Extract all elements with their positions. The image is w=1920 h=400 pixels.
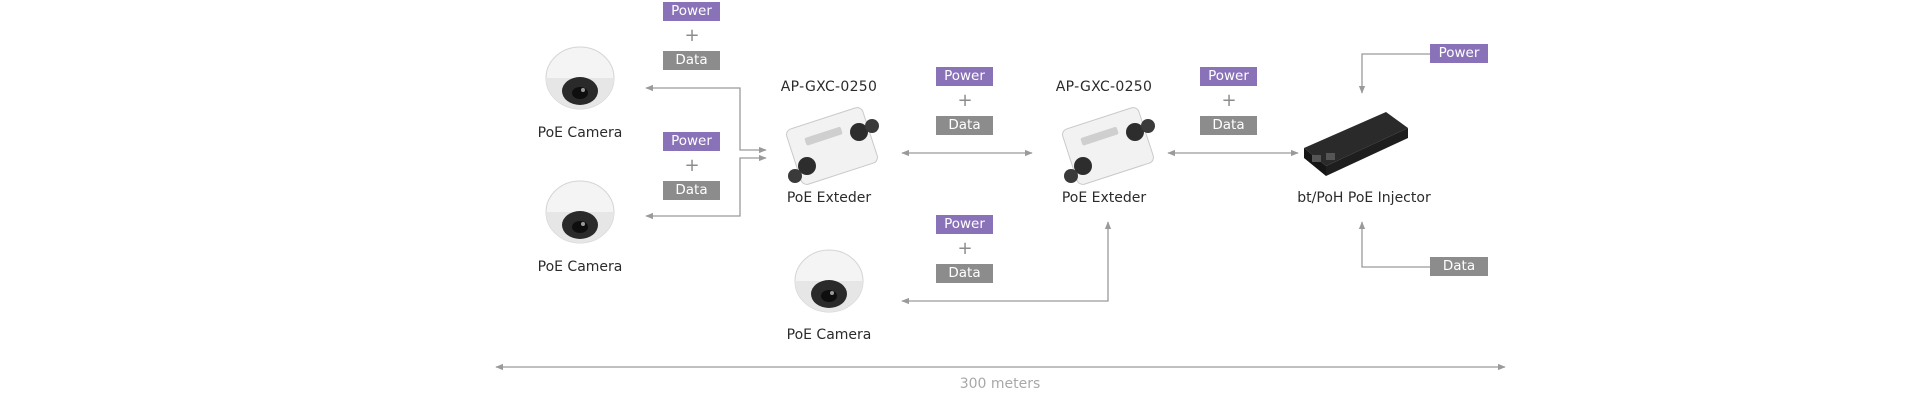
poe-camera-2-label: PoE Camera (537, 259, 623, 275)
line-camera1-extender1 (645, 84, 767, 154)
extender-2-label: PoE Exteder (1061, 190, 1147, 206)
plus-sign-3: + (957, 90, 973, 111)
poe-camera-1-image (545, 46, 615, 110)
distance-label: 300 meters (959, 376, 1041, 392)
power-badge-5: Power (936, 215, 993, 234)
data-badge-1: Data (663, 51, 720, 70)
data-badge-4: Data (1200, 116, 1257, 135)
poe-extender-2-image (1062, 107, 1155, 185)
line-camera2-extender1 (645, 154, 767, 220)
injector-power-badge: Power (1430, 44, 1488, 63)
plus-sign-5: + (957, 238, 973, 259)
line-data-injector (1358, 221, 1430, 268)
injector-data-badge: Data (1430, 257, 1488, 276)
poe-camera-3-image (794, 249, 864, 313)
plus-sign-1: + (684, 25, 700, 46)
extender-1-model: AP-GXC-0250 (780, 79, 878, 95)
line-power-injector (1358, 53, 1430, 94)
extender-2-model: AP-GXC-0250 (1055, 79, 1153, 95)
poe-camera-1-label: PoE Camera (537, 125, 623, 141)
poe-camera-3-label: PoE Camera (786, 327, 872, 343)
power-badge-4: Power (1200, 67, 1257, 86)
data-badge-2: Data (663, 181, 720, 200)
injector-label: bt/PoH PoE Injector (1297, 190, 1431, 206)
poe-extender-1-image (786, 107, 879, 185)
data-badge-3: Data (936, 116, 993, 135)
power-badge-3: Power (936, 67, 993, 86)
poe-injector-image (1304, 112, 1408, 176)
data-badge-5: Data (936, 264, 993, 283)
poe-camera-2-image (545, 180, 615, 244)
extender-1-label: PoE Exteder (786, 190, 872, 206)
power-badge-1: Power (663, 2, 720, 21)
line-camera3-extender2 (901, 221, 1112, 305)
plus-sign-2: + (684, 155, 700, 176)
power-badge-2: Power (663, 132, 720, 151)
plus-sign-4: + (1221, 90, 1237, 111)
